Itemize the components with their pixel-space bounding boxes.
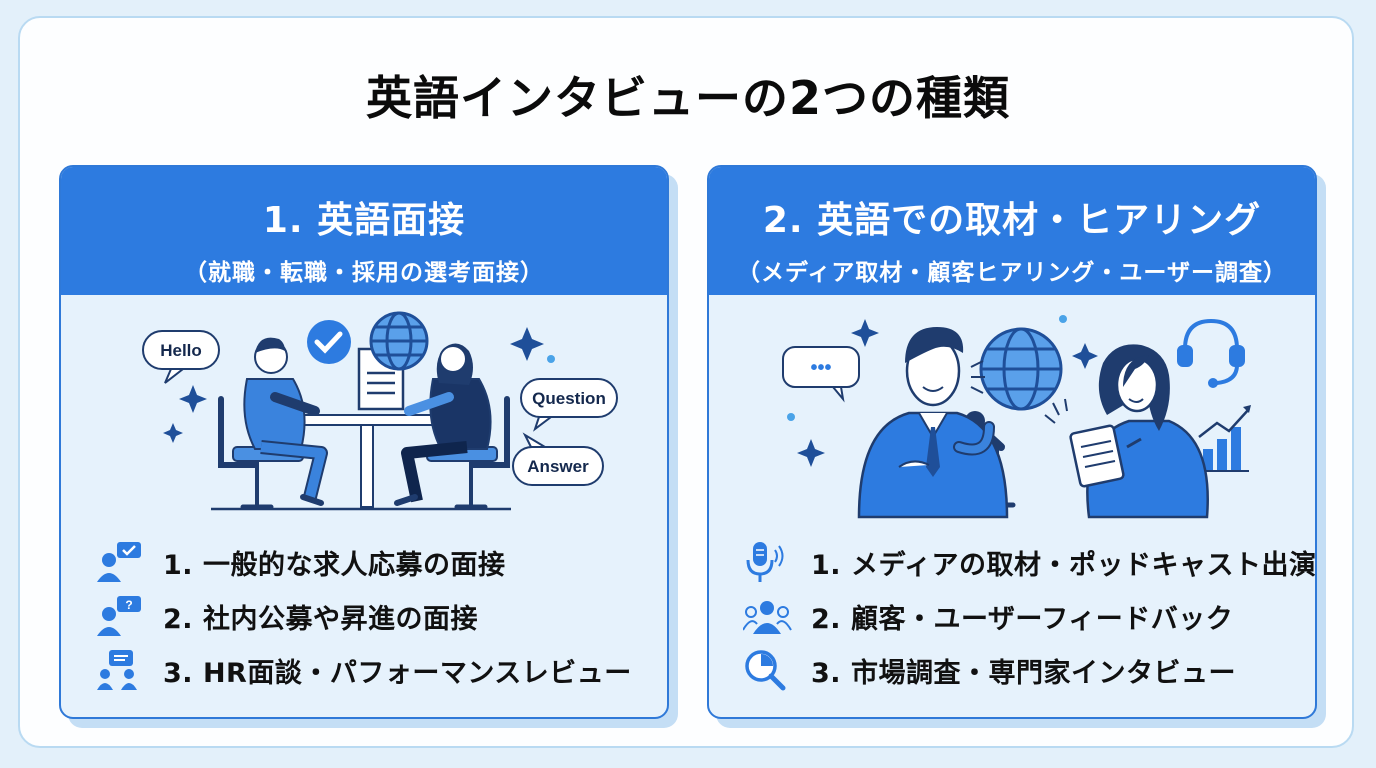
interviewer-figure: [857, 327, 1009, 519]
microphone-icon: [743, 538, 795, 586]
card-title: 2. 英語での取材・ヒアリング: [762, 200, 1262, 241]
card-header: 2. 英語での取材・ヒアリング （メディア取材・顧客ヒアリング・ユーザー調査）: [709, 167, 1315, 295]
question-text: Question: [532, 389, 606, 408]
list-item-label: 2. 顧客・ユーザーフィードバック: [811, 603, 1234, 635]
interviewer-figure: [218, 337, 328, 510]
card-media-hearing: 2. 英語での取材・ヒアリング （メディア取材・顧客ヒアリング・ユーザー調査） …: [707, 165, 1317, 719]
answer-text: Answer: [527, 457, 589, 476]
list-item: 3. HR面談・パフォーマンスレビュー: [95, 643, 632, 697]
globe-icon: [369, 311, 429, 371]
svg-text:?: ?: [125, 598, 132, 612]
sparkle-icon: [797, 319, 1098, 467]
check-icon: [307, 320, 351, 364]
applicant-chat-icon: [95, 538, 147, 586]
ellipsis-bubble: •••: [782, 346, 860, 403]
globe-icon: [979, 327, 1063, 411]
research-magnifier-icon: [743, 646, 795, 694]
list-item-label: 3. HR面談・パフォーマンスレビュー: [163, 657, 632, 689]
card-subtitle: （就職・転職・採用の選考面接）: [184, 260, 544, 286]
list-item: 1. メディアの取材・ポッドキャスト出演: [743, 535, 1317, 589]
applicant-figure: [394, 343, 510, 510]
hello-bubble: Hello: [142, 330, 220, 384]
list-item-label: 2. 社内公募や昇進の面接: [163, 603, 478, 635]
list-item: ? 2. 社内公募や昇進の面接: [95, 589, 632, 643]
hearing-type-list: 1. メディアの取材・ポッドキャスト出演 2. 顧客・ユーザーフィードバック: [743, 535, 1317, 697]
hello-text: Hello: [160, 341, 202, 360]
list-item: 1. 一般的な求人応募の面接: [95, 535, 632, 589]
list-item-label: 1. メディアの取材・ポッドキャスト出演: [811, 549, 1317, 581]
users-group-icon: [743, 592, 795, 640]
list-item: 3. 市場調査・専門家インタビュー: [743, 643, 1315, 697]
question-bubble: Question: [520, 378, 618, 432]
card-job-interview: 1. 英語面接 （就職・転職・採用の選考面接） Hello: [59, 165, 669, 719]
interview-illustration: Hello: [142, 311, 618, 511]
internal-question-icon: ?: [95, 592, 147, 640]
media-interview-illustration: •••: [782, 315, 1251, 519]
answer-bubble: Answer: [512, 432, 604, 486]
list-item-label: 1. 一般的な求人応募の面接: [163, 549, 506, 581]
ellipsis-text: •••: [810, 357, 831, 379]
page-title: 英語インタビューの2つの種類: [347, 62, 1029, 136]
list-item: 2. 顧客・ユーザーフィードバック: [743, 589, 1315, 643]
card-title: 1. 英語面接: [262, 200, 466, 241]
list-item-label: 3. 市場調査・専門家インタビュー: [811, 657, 1236, 689]
interviewee-figure: [1044, 344, 1209, 519]
card-subtitle: （メディア取材・顧客ヒアリング・ユーザー調査）: [737, 260, 1287, 286]
headset-icon: [1177, 318, 1245, 388]
growth-chart-icon: [1197, 405, 1251, 472]
card-header: 1. 英語面接 （就職・転職・採用の選考面接）: [61, 167, 667, 295]
interview-type-list: 1. 一般的な求人応募の面接 ? 2. 社内公募や昇進の面接: [95, 535, 632, 697]
hr-meeting-icon: [95, 646, 147, 694]
sparkle-icon: [163, 327, 544, 443]
title-area: 英語インタビューの2つの種類: [0, 62, 1376, 136]
